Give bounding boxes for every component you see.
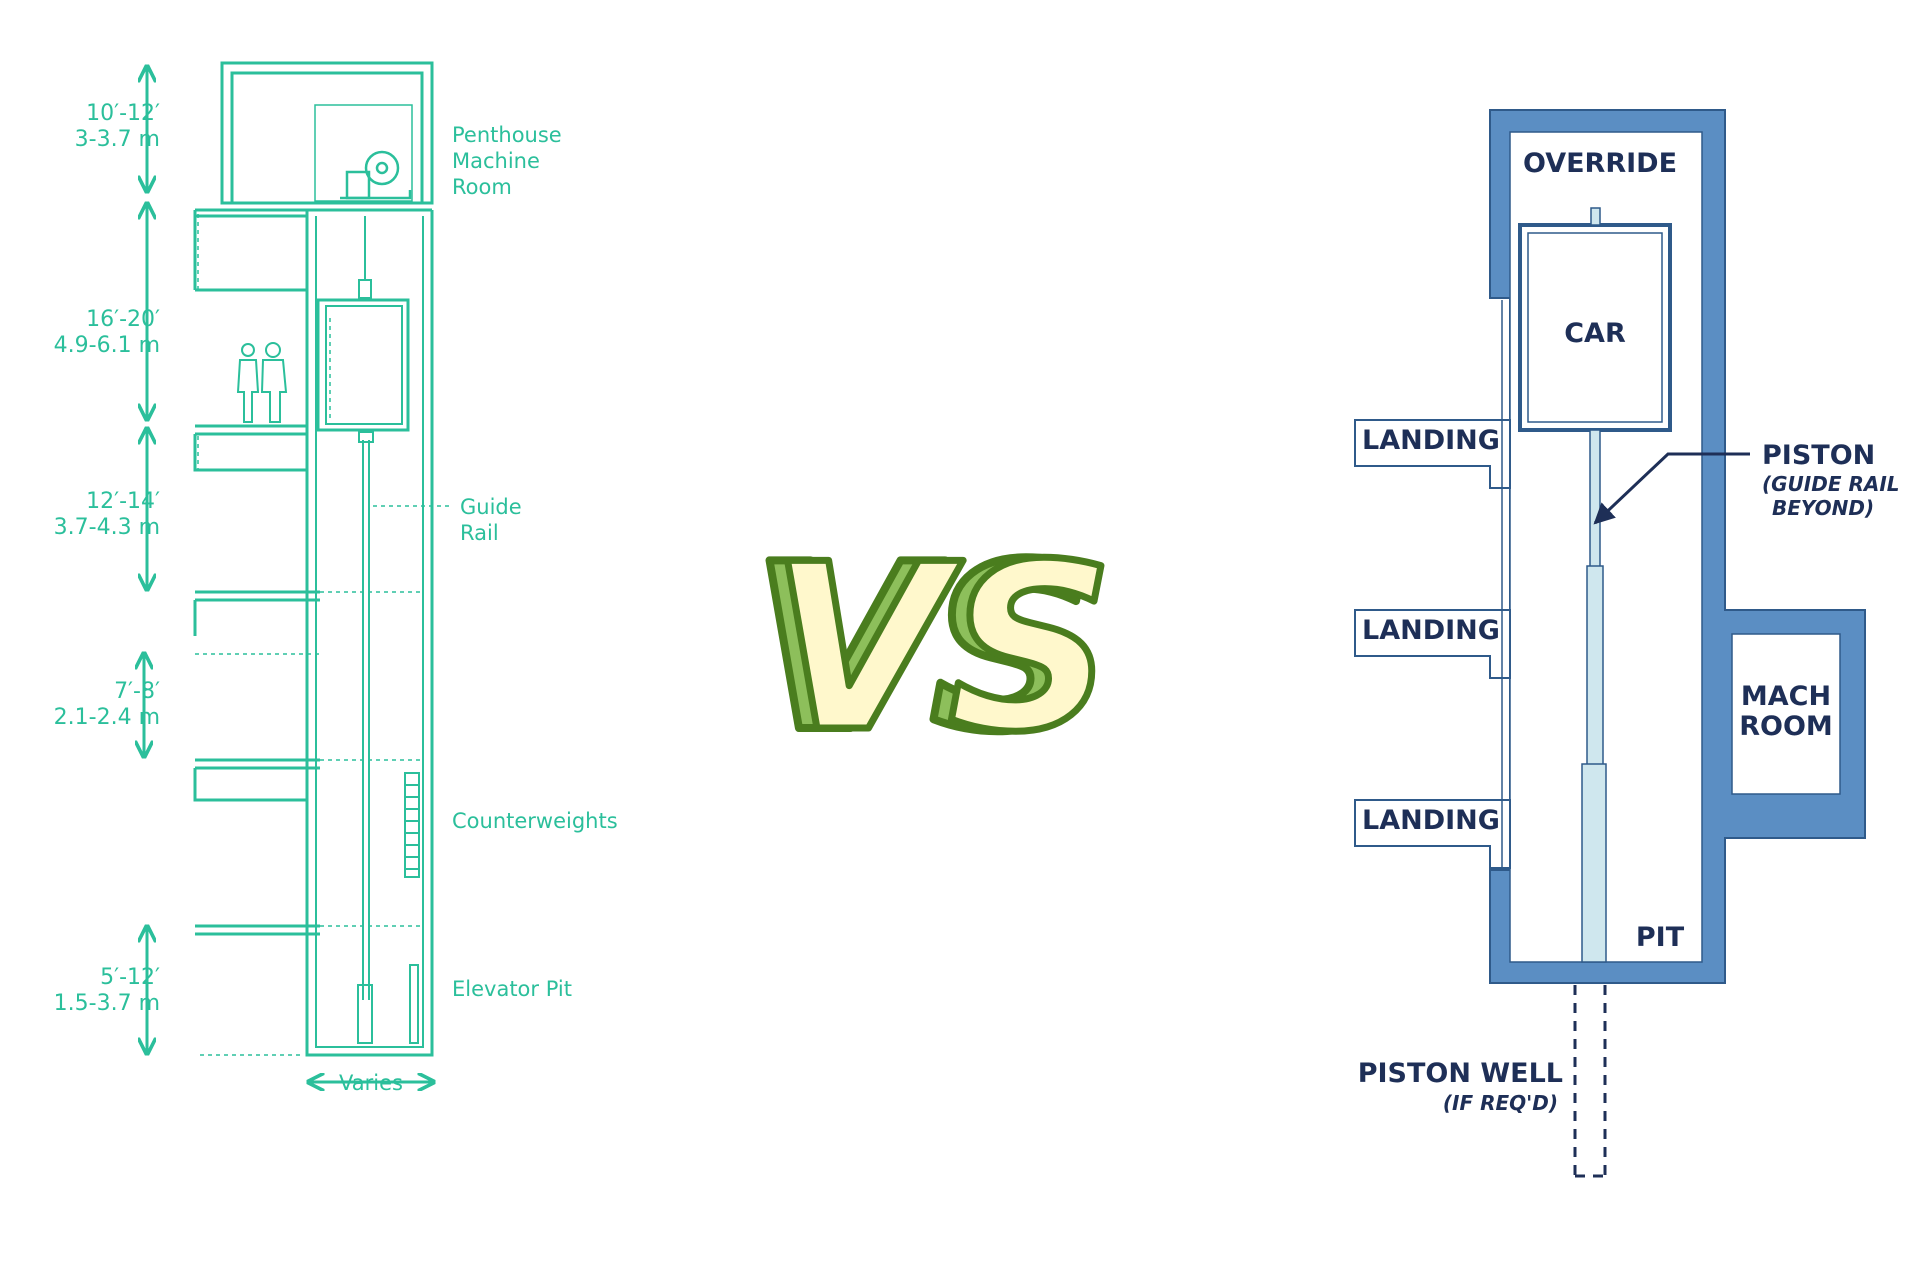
vs-text: VS <box>770 516 1114 783</box>
guide-rail <box>357 431 374 1044</box>
varies-label: Varies <box>339 1071 403 1095</box>
floor-slabs <box>193 208 320 936</box>
machine-room <box>1731 633 1841 795</box>
vs-shadow: VS <box>752 516 1096 783</box>
dimension-arrows <box>144 68 432 1082</box>
penthouse-label-3: Room <box>452 175 512 199</box>
dim-5-imperial: 5′-12′ <box>100 965 160 990</box>
piston-label: PISTON <box>1762 440 1875 471</box>
dim-3-metric: 3.7-4.3 m <box>54 515 160 540</box>
piston-leader-arrow <box>1593 452 1750 525</box>
mach-room-label-2: ROOM <box>1739 711 1833 742</box>
elevator-pit-label: Elevator Pit <box>452 977 572 1001</box>
guide-rail-label-1: Guide <box>460 495 522 519</box>
penthouse-label-2: Machine <box>452 149 540 173</box>
penthouse-label-1: Penthouse <box>452 123 562 147</box>
elevator-car <box>1518 207 1672 432</box>
traction-elevator-diagram <box>144 61 450 1082</box>
counterweights <box>404 772 420 1044</box>
dim-1-metric: 3-3.7 m <box>75 127 160 152</box>
landings <box>1354 300 1511 869</box>
piston-well-label: PISTON WELL <box>1358 1058 1563 1089</box>
component-labels: Penthouse Machine Room Guide Rail Counte… <box>339 123 618 1095</box>
dim-2-metric: 4.9-6.1 m <box>54 333 160 358</box>
hydraulic-elevator-diagram: OVERRIDE CAR LANDING LANDING LANDING PIS… <box>1354 109 1900 1178</box>
dim-1-imperial: 10′-12′ <box>86 101 160 126</box>
car-label: CAR <box>1564 318 1626 349</box>
mach-room-label-1: MACH <box>1741 681 1831 712</box>
dim-3-imperial: 12′-14′ <box>86 489 160 514</box>
piston-note-2: BEYOND) <box>1772 496 1874 520</box>
landing-label-2: LANDING <box>1362 615 1500 646</box>
dim-2-imperial: 16′-20′ <box>86 307 160 332</box>
dim-4-imperial: 7′-8′ <box>114 679 160 704</box>
dim-4-metric: 2.1-2.4 m <box>54 705 160 730</box>
landing-label-1: LANDING <box>1362 425 1500 456</box>
dashed-guides <box>195 214 450 1056</box>
machine-icon <box>340 150 412 200</box>
people-icon <box>236 342 288 423</box>
pit-label: PIT <box>1636 922 1685 953</box>
piston <box>1581 429 1607 963</box>
piston-well <box>1573 985 1607 1178</box>
elevator-car <box>316 216 410 432</box>
dimension-labels: 10′-12′ 3-3.7 m 16′-20′ 4.9-6.1 m 12′-14… <box>54 101 160 1016</box>
vs-graphic: VS VS <box>748 512 1117 787</box>
override-label: OVERRIDE <box>1523 148 1677 179</box>
piston-well-note: (IF REQ'D) <box>1443 1091 1558 1115</box>
landing-label-3: LANDING <box>1362 805 1500 836</box>
hoistway <box>305 208 434 1057</box>
guide-rail-label-2: Rail <box>460 521 499 545</box>
penthouse-machine-room <box>220 61 434 205</box>
piston-note-1: (GUIDE RAIL <box>1762 472 1900 496</box>
counterweights-label: Counterweights <box>452 809 618 833</box>
dim-5-metric: 1.5-3.7 m <box>54 991 160 1016</box>
